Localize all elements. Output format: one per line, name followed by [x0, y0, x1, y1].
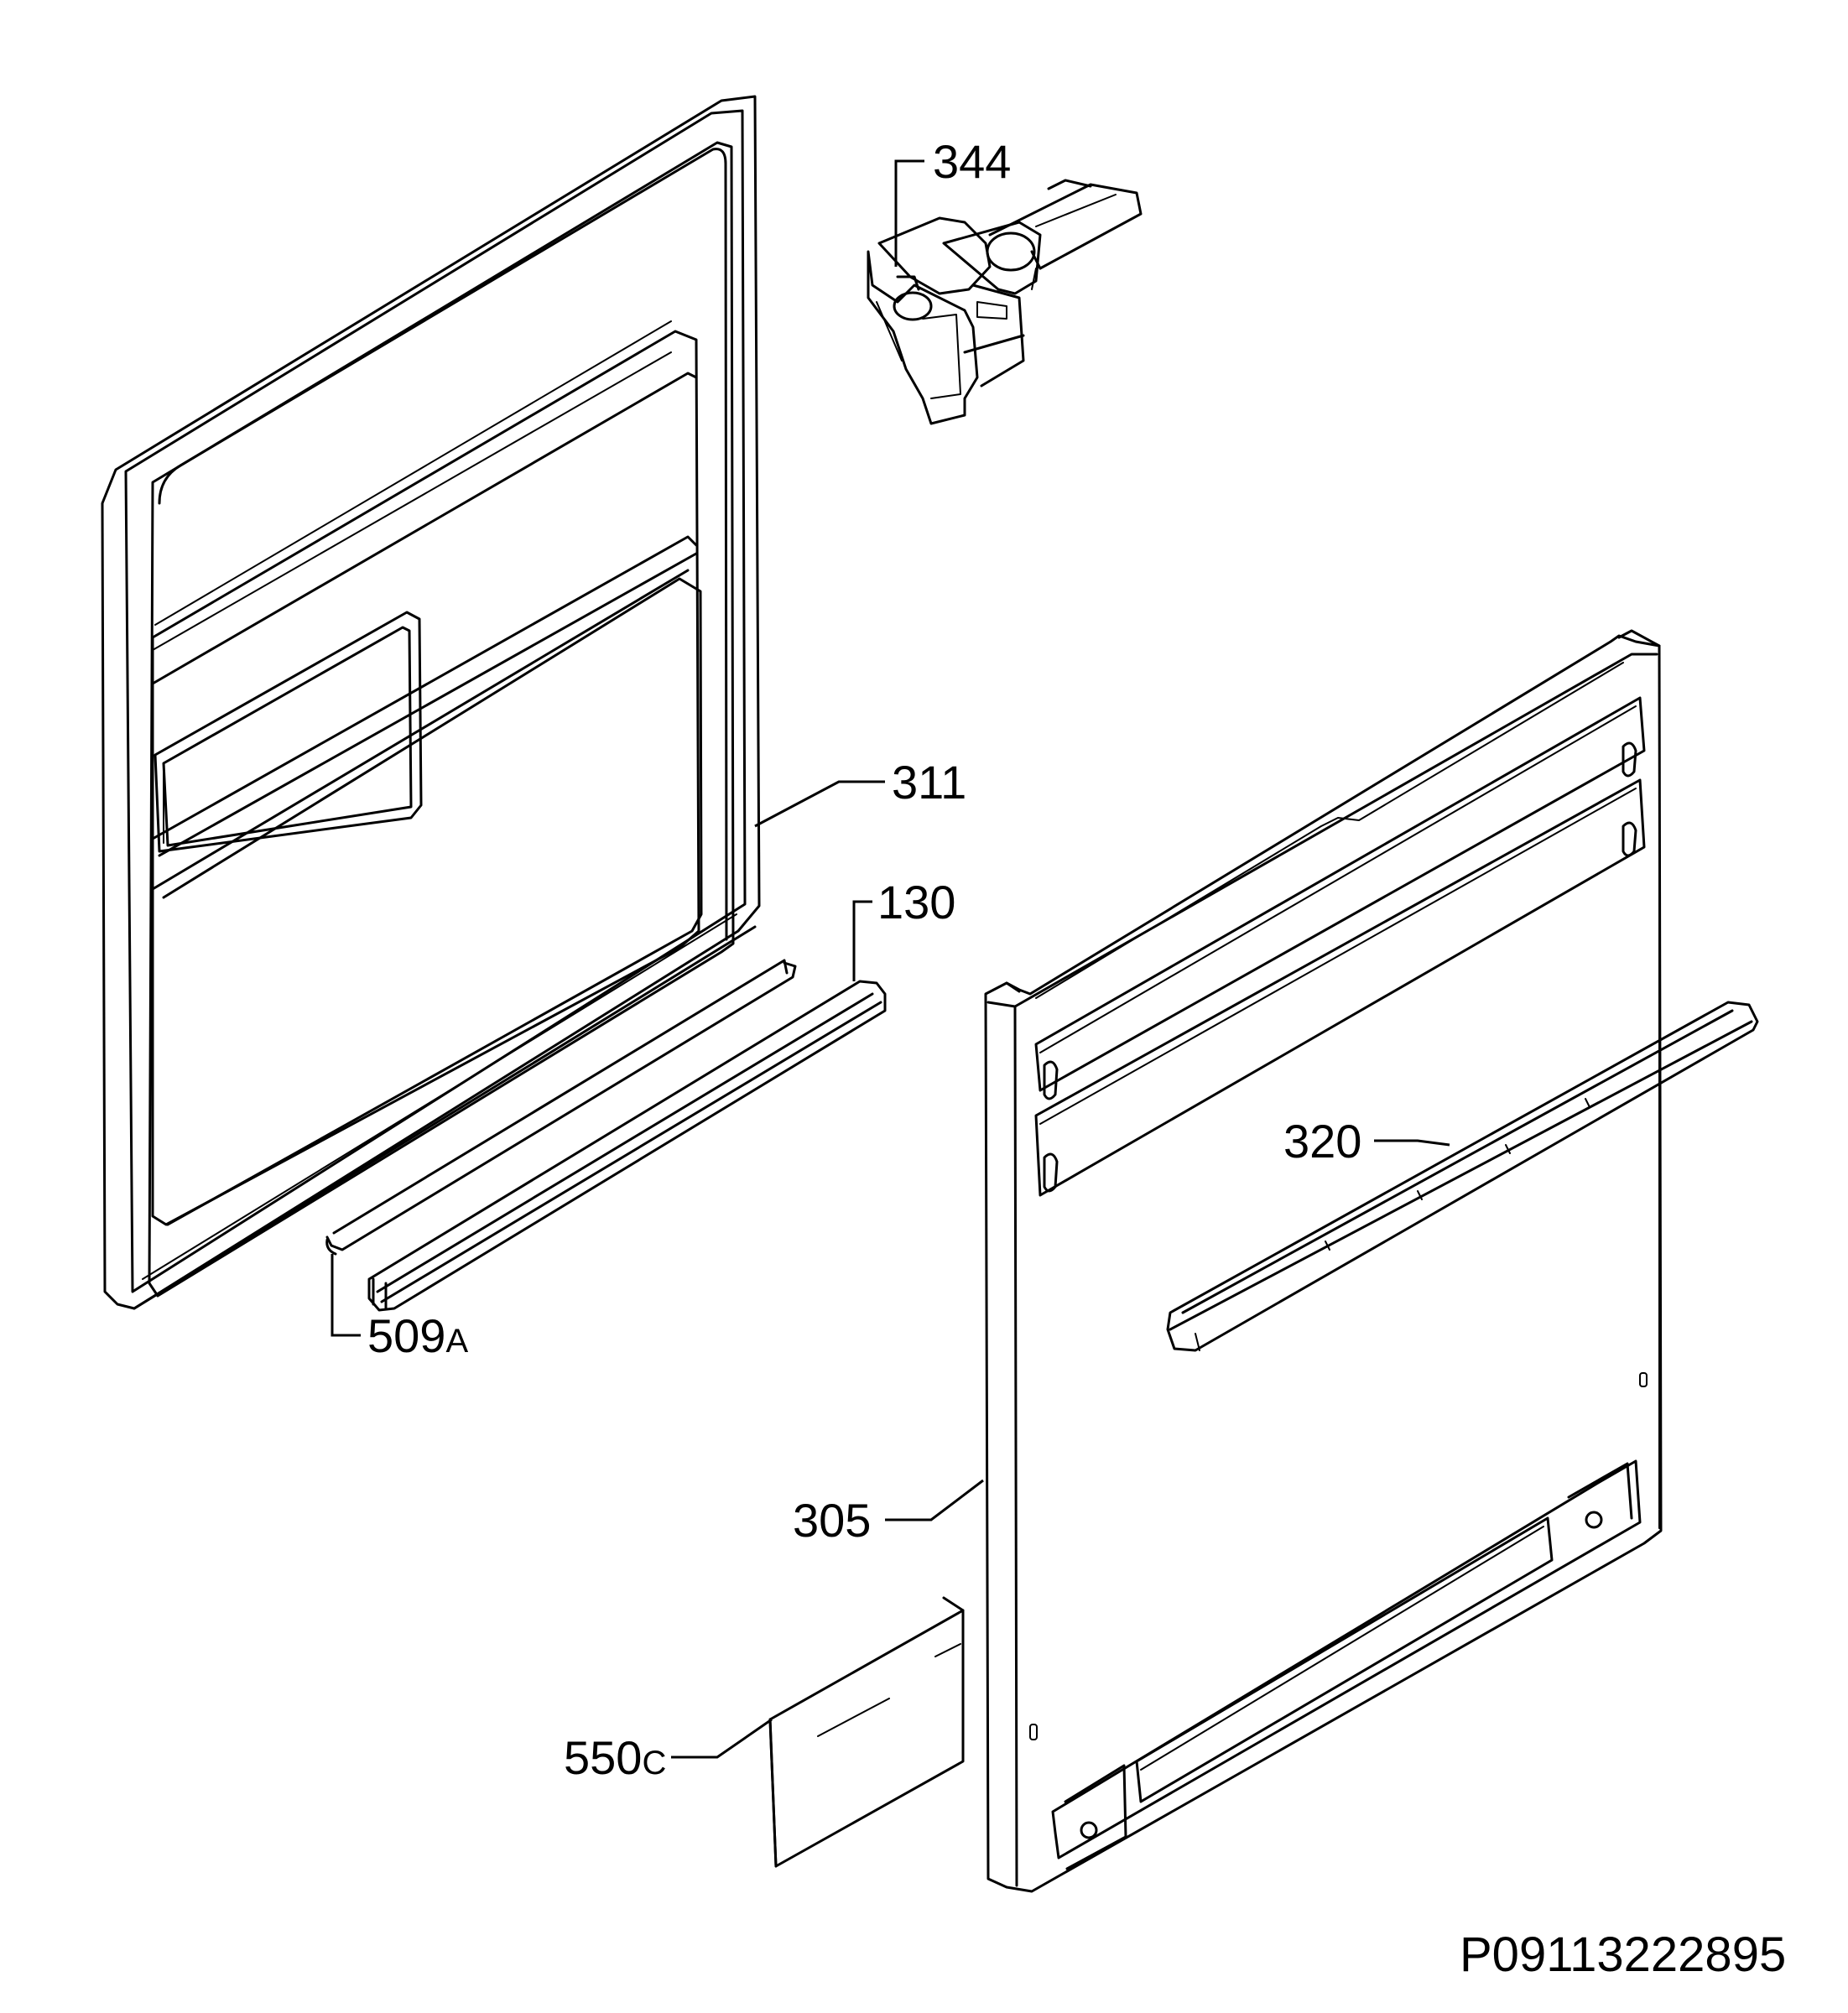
svg-text:130: 130 [877, 876, 955, 928]
svg-text:509A: 509A [367, 1309, 468, 1362]
keyhole-mark [1043, 1060, 1059, 1100]
outer-door-panel [984, 629, 1663, 1893]
svg-text:320: 320 [1283, 1115, 1361, 1168]
top-rail [1166, 1001, 1759, 1352]
callout-509a: 509A [367, 1309, 468, 1362]
callout-320: 320 [1283, 1115, 1361, 1168]
keyhole-mark [1622, 741, 1637, 778]
lock-lever [988, 179, 1143, 290]
callout-305: 305 [793, 1494, 871, 1547]
door-seal-strip [367, 980, 887, 1312]
handle-slot [154, 611, 423, 853]
callout-130: 130 [877, 876, 955, 928]
mounting-slot-lower [1034, 778, 1646, 1197]
bottom-channel [1051, 1459, 1642, 1870]
callout-344: 344 [933, 135, 1011, 188]
diagram-reference-code: P09113222895 [1460, 1927, 1786, 1982]
keyhole-mark [1622, 821, 1637, 857]
keyhole-mark [1043, 1152, 1059, 1193]
inner-door-panel [101, 95, 761, 1310]
svg-text:311: 311 [892, 756, 966, 809]
bottom-rod [325, 959, 797, 1256]
callout-311: 311 [892, 756, 966, 809]
mounting-slot-upper [1034, 696, 1646, 1092]
leader-lines [331, 159, 1450, 1759]
svg-text:550C: 550C [564, 1731, 666, 1784]
kick-plate [768, 1596, 965, 1868]
svg-text:305: 305 [793, 1494, 871, 1547]
door-lock-assembly [867, 179, 1143, 425]
svg-text:344: 344 [933, 135, 1011, 188]
callout-550c: 550C [564, 1731, 666, 1784]
